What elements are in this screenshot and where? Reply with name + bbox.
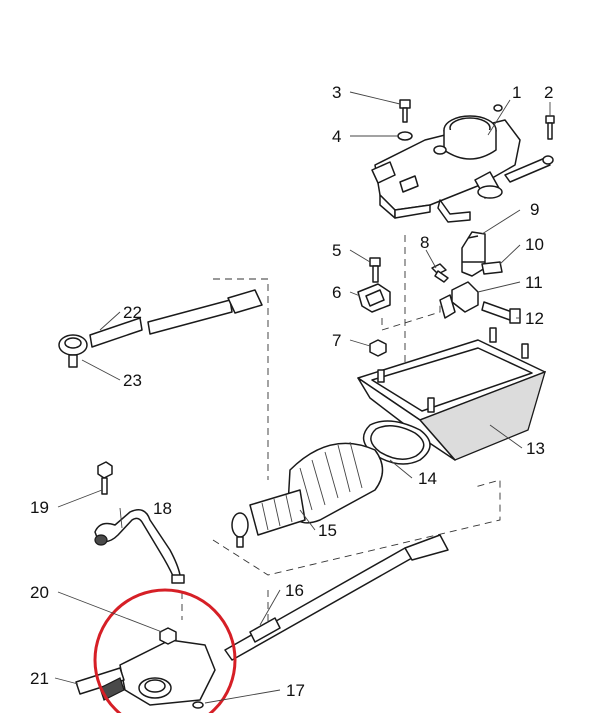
callout-7: 7 (332, 331, 341, 350)
callout-10: 10 (525, 235, 544, 254)
callout-6: 6 (332, 283, 341, 302)
callout-3: 3 (332, 83, 341, 102)
linkage-rod-part-22 (89, 289, 263, 348)
lever-part-11 (439, 281, 479, 319)
callout-11: 11 (525, 273, 543, 292)
callout-4: 4 (332, 127, 341, 146)
callout-21: 21 (30, 669, 49, 688)
lever-part-9 (461, 231, 486, 277)
clip-part-17 (192, 701, 204, 709)
assembly-guide-lines (181, 235, 501, 630)
pin-part-10 (481, 261, 503, 275)
washer-part-4 (397, 131, 413, 141)
ball-joint-part-23 (58, 334, 88, 368)
bolt-part-3 (399, 99, 411, 123)
selector-assembly-part-21 (75, 639, 216, 706)
callout-16: 16 (285, 581, 304, 600)
bracket-part-6 (357, 283, 391, 313)
callout-15: 15 (318, 521, 337, 540)
seal-ring-part-14 (362, 420, 431, 465)
pin-part-8 (431, 263, 449, 283)
callout-13: 13 (526, 439, 545, 458)
screw-part-12 (481, 301, 521, 324)
callout-23: 23 (123, 371, 142, 390)
bolt-part-19 (97, 461, 113, 495)
callout-17: 17 (286, 681, 305, 700)
highlight-circle (93, 588, 237, 713)
bolt-part-2 (545, 115, 555, 140)
callout-8: 8 (420, 233, 429, 252)
callout-2: 2 (544, 83, 553, 102)
callout-labels: 1 2 3 4 5 6 7 8 9 10 11 12 13 14 15 16 1… (30, 83, 553, 700)
rubber-boot-part-15 (231, 441, 384, 548)
callout-1: 1 (512, 83, 521, 102)
leader-lines (54, 91, 551, 704)
nut-part-20 (159, 627, 177, 645)
bracket-pipe-part-18 (94, 509, 185, 584)
bolt-part-5 (369, 257, 381, 283)
callout-22: 22 (123, 303, 142, 322)
nut-part-7 (369, 339, 387, 357)
shift-rod-part-16 (224, 534, 449, 661)
callout-20: 20 (30, 583, 49, 602)
callout-12: 12 (525, 309, 544, 328)
callout-14: 14 (418, 469, 437, 488)
callout-9: 9 (530, 200, 539, 219)
callout-19: 19 (30, 498, 49, 517)
cover-tray-part-13 (357, 327, 546, 461)
callout-5: 5 (332, 241, 341, 260)
shift-housing-part-1 (371, 104, 554, 223)
callout-18: 18 (153, 499, 172, 518)
